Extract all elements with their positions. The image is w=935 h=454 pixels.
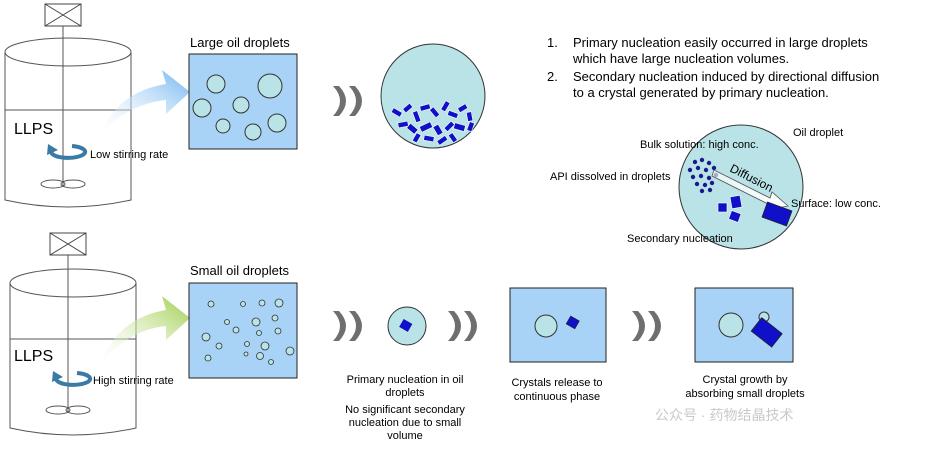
bottom-panel-title: Small oil droplets	[190, 263, 289, 278]
rotation-arrow-icon	[54, 371, 93, 387]
caption-line: continuous phase	[514, 391, 600, 403]
surface-label: Surface: low conc.	[791, 198, 881, 210]
note-1-line1: Primary nucleation easily occurred in la…	[573, 35, 868, 50]
top-vessel-label: LLPS	[14, 121, 53, 138]
caption-line: droplets	[385, 387, 425, 399]
droplet	[534, 314, 558, 338]
bottom-vessel	[9, 232, 137, 436]
crystal	[750, 317, 783, 348]
top-vessel	[4, 3, 132, 208]
curved-arrow-icon	[100, 296, 190, 364]
secondary-nucleation-label: Secondary nucleation	[627, 233, 733, 245]
caption-line: Crystals release to	[511, 377, 602, 389]
crystal-cluster	[390, 100, 475, 146]
small-droplets	[201, 298, 295, 365]
bottom-stirring-label: High stirring rate	[93, 375, 174, 387]
release-caption: Crystals release to continuous phase	[511, 377, 602, 403]
release-panel	[509, 287, 607, 363]
large-droplet-crystals	[380, 43, 486, 149]
note-2-line1: Secondary nucleation induced by directio…	[573, 69, 879, 84]
bottom-vessel-label: LLPS	[14, 348, 53, 365]
top-stirring-label: Low stirring rate	[90, 149, 168, 161]
watermark-text: 公众号 · 药物结晶技术	[655, 407, 793, 423]
chevron-icon	[333, 86, 362, 116]
curved-arrow-icon	[100, 70, 190, 134]
oil-droplet-label: Oil droplet	[793, 127, 843, 139]
note-2-number: 2.	[547, 69, 558, 84]
note-1-line2: which have large nucleation volumes.	[572, 51, 789, 66]
caption-line: Crystal growth by	[703, 374, 788, 386]
crystal	[565, 315, 580, 330]
chevron-icon	[632, 311, 661, 341]
caption-line: volume	[387, 430, 422, 442]
growth-caption: Crystal growth by absorbing small drople…	[685, 374, 805, 400]
bulk-solution-label: Bulk solution: high conc.	[640, 139, 759, 151]
caption-line: absorbing small droplets	[685, 388, 805, 400]
note-2-line2: to a crystal generated by primary nuclea…	[573, 85, 829, 100]
detail-crystals	[717, 194, 793, 227]
growth-panel	[694, 287, 794, 363]
large-droplets	[192, 73, 287, 141]
crystal	[399, 319, 413, 332]
rotation-arrow-icon	[49, 144, 88, 160]
api-molecules	[687, 157, 719, 194]
caption-line: No significant secondary	[345, 404, 465, 416]
top-panel-title: Large oil droplets	[190, 35, 290, 50]
api-dissolved-label: API dissolved in droplets	[550, 171, 671, 183]
chevron-icon	[333, 311, 362, 341]
chevron-icon	[448, 311, 477, 341]
droplet	[718, 312, 744, 338]
caption-line: Primary nucleation in oil	[347, 374, 464, 386]
notes-list: 1. Primary nucleation easily occurred in…	[547, 35, 879, 100]
primary-caption: Primary nucleation in oil droplets No si…	[345, 374, 465, 442]
caption-line: nucleation due to small	[349, 417, 462, 429]
note-1-number: 1.	[547, 35, 558, 50]
